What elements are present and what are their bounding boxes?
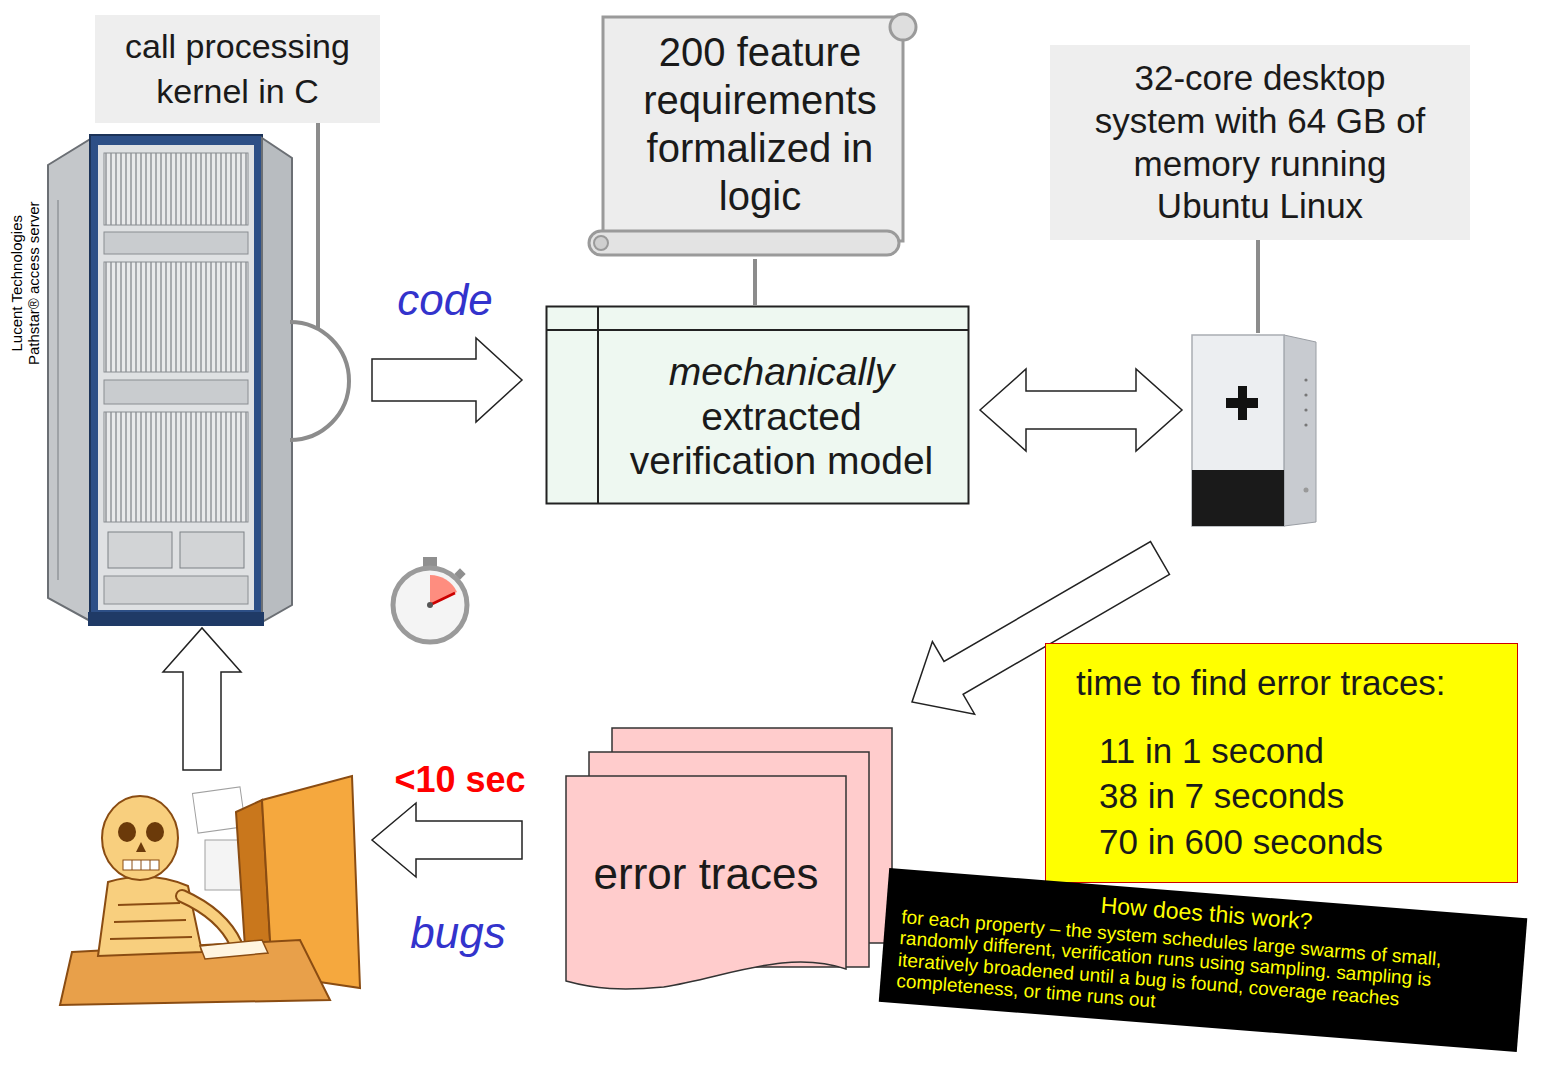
eye-socket (118, 822, 136, 842)
device-caption: Lucent Technologies Pathstar® access ser… (8, 183, 43, 383)
cabinet-interior (98, 145, 254, 610)
rack-shelf (104, 412, 248, 522)
tower-side (1284, 335, 1316, 526)
tower-slot (1238, 386, 1247, 420)
leader-line (753, 259, 757, 305)
callout-box: 32-core desktop system with 64 GB of mem… (1050, 45, 1470, 240)
node-text: error traces (575, 849, 837, 900)
rack-shelf (104, 153, 248, 225)
flow-label: bugs (410, 908, 505, 959)
stopwatch-icon (393, 557, 467, 642)
node-body-text: 70 in 600 seconds (1099, 819, 1497, 865)
cabinet-left-door (48, 138, 92, 622)
door-edge (57, 200, 59, 580)
model-box: mechanically extracted verification mode… (545, 305, 970, 505)
timing-note: time to find error traces: 11 in 1 second… (1045, 643, 1518, 883)
timing-label: <10 sec (394, 759, 525, 800)
rack-panel (104, 380, 248, 404)
callout-box: call processing kernel in C (95, 15, 380, 123)
tower-led (1304, 393, 1307, 396)
rib (118, 903, 180, 905)
server-cabinet (48, 135, 292, 626)
node-body-text: 38 in 7 seconds (1099, 773, 1497, 819)
cabinet-frame (90, 135, 262, 625)
programmer-illustration (60, 776, 360, 1005)
leader-line (1256, 235, 1260, 333)
hollow-arrow (163, 628, 241, 770)
computer-tower (1192, 335, 1316, 526)
explanation-note: How does this work?for each property – t… (879, 868, 1528, 1052)
tower-led (1304, 378, 1307, 381)
flow-label: code (397, 275, 492, 326)
node-text: call processing kernel in C (110, 24, 365, 114)
cabinet-right-door (262, 138, 292, 622)
rack-drawer (108, 532, 172, 568)
rib (114, 920, 186, 922)
scroll-roll (589, 231, 899, 255)
rack-drawer (180, 532, 244, 568)
arm (182, 896, 236, 944)
hollow-arrow (372, 803, 522, 877)
page-sheet (566, 776, 846, 989)
arm-outline (182, 896, 236, 944)
stopwatch-sector (430, 575, 457, 605)
node-text: mechanically extracted verification mode… (605, 350, 958, 485)
tower-button (1304, 488, 1309, 493)
keyboard (200, 940, 268, 959)
scroll-sheet (603, 17, 903, 241)
stopwatch-hand (430, 593, 455, 605)
rib (110, 937, 192, 939)
tooth-line (132, 860, 133, 870)
bracket-arc (290, 322, 349, 440)
node-text: 32-core desktop system with 64 GB of mem… (1080, 57, 1440, 228)
error-page: error traces (565, 775, 847, 997)
teeth (123, 860, 159, 870)
hollow-arrow (980, 369, 1182, 451)
stopwatch-face (393, 568, 467, 642)
tooth-line (141, 860, 142, 870)
rack-plate (104, 576, 248, 604)
stopwatch-pin (427, 602, 433, 608)
table-rule (547, 329, 969, 331)
node-text: time to find error traces: (1076, 660, 1497, 706)
skull (102, 796, 178, 880)
rack-panel (104, 232, 248, 254)
table-rule (597, 307, 599, 504)
hollow-arrow (372, 338, 522, 422)
rack-shelf (104, 262, 248, 372)
tower-led (1304, 408, 1307, 411)
nose (136, 842, 146, 852)
eye-socket (146, 822, 164, 842)
node-text: 200 feature requirements formalized in l… (625, 28, 895, 220)
tooth-line (150, 860, 151, 870)
tower-led (1304, 423, 1307, 426)
tower-front (1192, 335, 1284, 526)
scroll-curl (890, 14, 916, 40)
cabinet-base (88, 612, 264, 626)
tower-band (1192, 470, 1284, 526)
node-body-text: 11 in 1 second (1099, 728, 1497, 774)
skeleton-body (98, 877, 202, 956)
scroll-curl (594, 236, 608, 250)
model-frame (547, 307, 969, 504)
requirements-scroll: 200 feature requirements formalized in l… (585, 5, 925, 259)
leader-line (316, 118, 320, 329)
